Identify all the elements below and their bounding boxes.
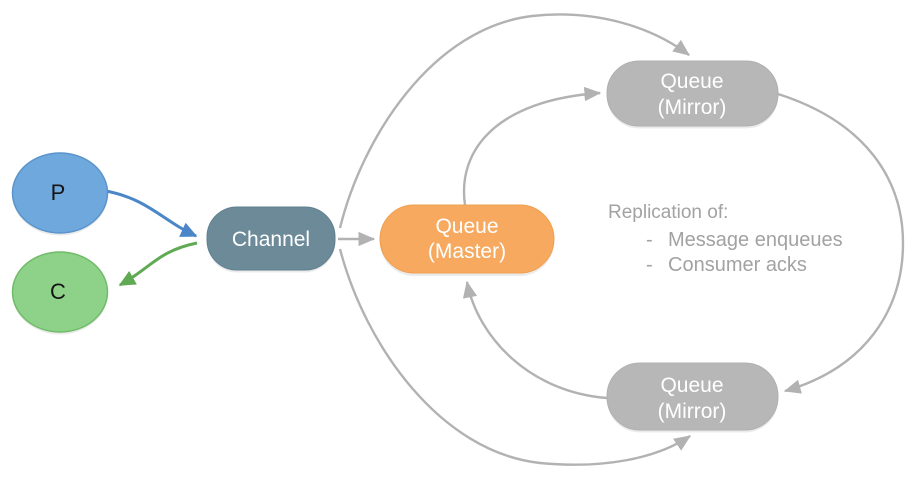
edge-channel-to-mirror-top	[338, 13, 690, 229]
queue-mirror-top-label-line1: Queue	[660, 70, 723, 93]
node-producer: P	[11, 152, 109, 236]
node-queue-master: Queue (Master)	[379, 204, 555, 276]
replication-note-item-1: Message enqueues	[668, 229, 843, 251]
replication-note-bullet-2: -	[646, 254, 653, 276]
replication-note-title: Replication of:	[608, 202, 728, 223]
edge-channel-to-mirror-bottom	[338, 248, 691, 466]
consumer-label: C	[50, 279, 66, 304]
node-consumer: C	[11, 251, 109, 335]
queue-mirror-bottom-label-line2: (Mirror)	[658, 400, 727, 423]
queue-mirror-top-label-line2: (Mirror)	[658, 96, 727, 119]
queue-master-label-line1: Queue	[435, 215, 498, 238]
queue-master-label-line2: (Master)	[428, 240, 506, 263]
replication-note-item-2: Consumer acks	[668, 254, 807, 276]
producer-ellipse	[11, 152, 109, 234]
edge-master-to-mirror-top	[462, 86, 602, 206]
node-channel: Channel	[206, 206, 336, 273]
edge-mirror-bottom-to-master	[462, 280, 608, 400]
edge-channel-to-consumer	[118, 241, 198, 287]
queue-mirror-bottom-box	[606, 362, 779, 431]
consumer-ellipse	[11, 251, 109, 333]
queue-mirror-top-box	[606, 60, 779, 127]
replication-note: Replication of: - Message enqueues - Con…	[608, 202, 843, 276]
node-queue-mirror-bottom: Queue (Mirror)	[606, 362, 779, 433]
edges	[105, 13, 905, 466]
replication-note-bullet-1: -	[646, 229, 653, 251]
channel-box	[206, 206, 336, 271]
producer-label: P	[51, 180, 66, 205]
queue-mirror-bottom-label-line1: Queue	[660, 374, 723, 397]
channel-label: Channel	[232, 228, 310, 251]
queue-master-box	[379, 204, 555, 274]
edge-mirror-top-to-mirror-bottom	[777, 92, 905, 394]
edge-producer-to-channel	[105, 189, 198, 238]
node-queue-mirror-top: Queue (Mirror)	[606, 60, 779, 129]
